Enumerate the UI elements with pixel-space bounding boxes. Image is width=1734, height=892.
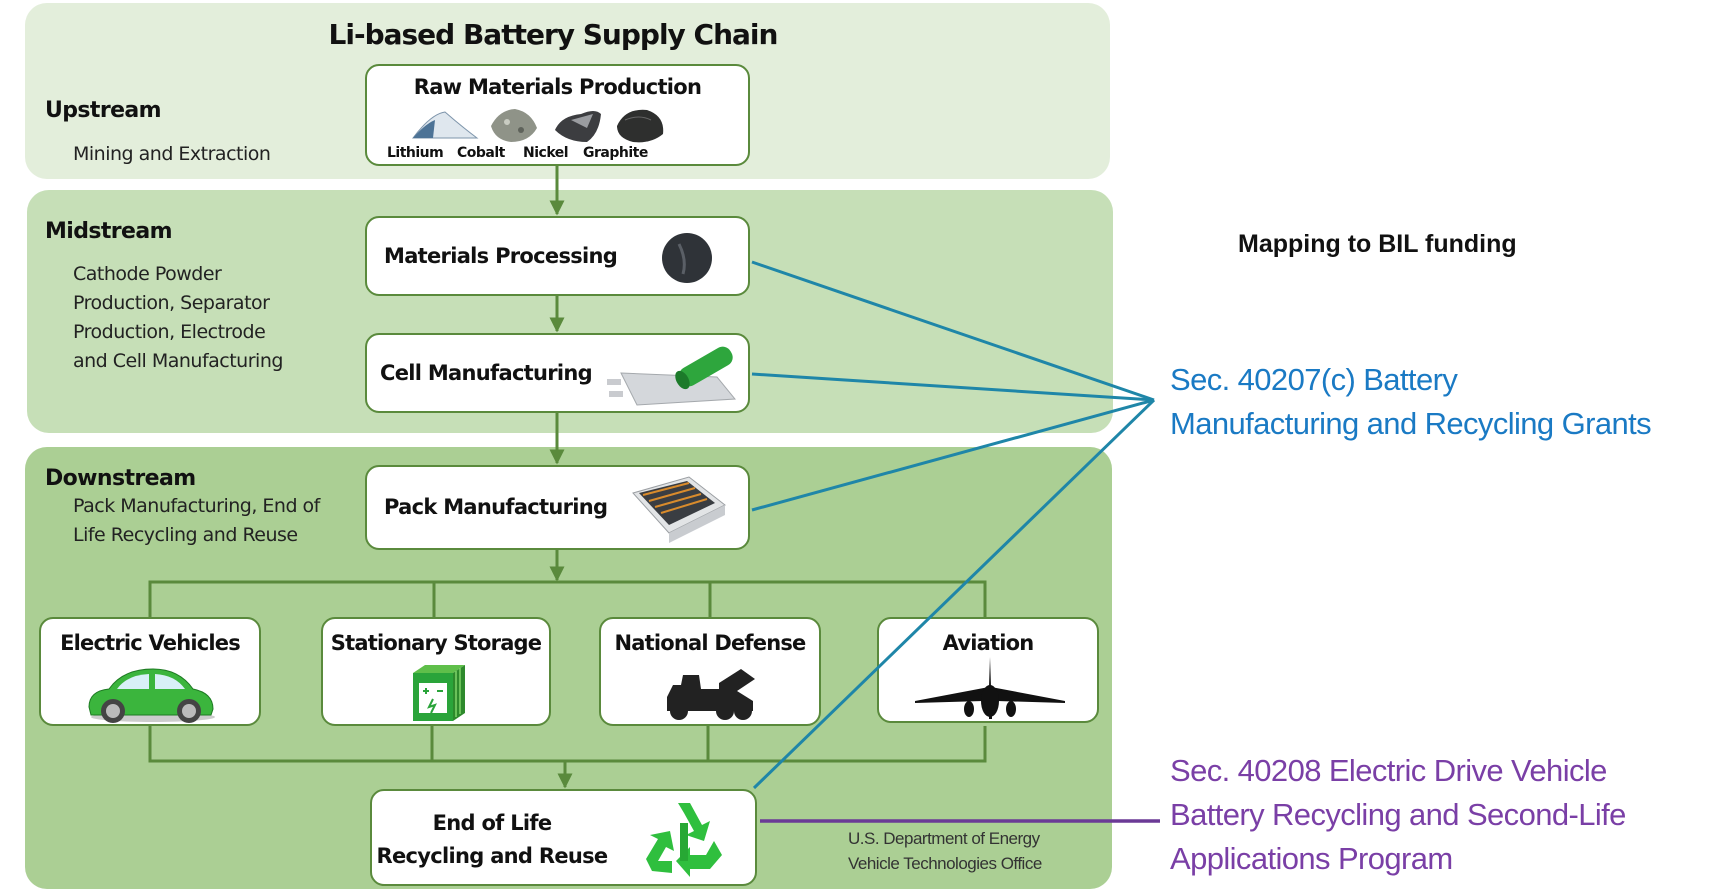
link-cell-to-40207 — [751, 372, 1155, 402]
lithium-icon — [411, 111, 479, 139]
materials-processing-label: Materials Processing — [384, 244, 618, 268]
stage-midstream-desc: Cathode Powder Production, Separator Pro… — [73, 260, 283, 376]
desc-line: Life Recycling and Reuse — [73, 524, 298, 546]
link-eol-to-40207 — [752, 398, 1156, 790]
storage-battery-icon — [413, 665, 465, 721]
mineral-label-lithium: Lithium — [387, 145, 444, 161]
cobalt-icon — [491, 109, 537, 142]
raw-materials-label: Raw Materials Production — [413, 75, 702, 99]
desc-line: Production, Electrode — [73, 321, 266, 343]
doe-credit: U.S. Department of Energy Vehicle Techno… — [848, 826, 1042, 876]
program-line: Applications Program — [1170, 841, 1453, 876]
credit-line: U.S. Department of Energy — [848, 829, 1040, 848]
recycle-icon — [646, 803, 722, 877]
program-40208: Sec. 40208 Electric Drive Vehicle Batter… — [1170, 749, 1626, 881]
powder-icon — [662, 233, 712, 283]
link-processing-to-40207 — [751, 260, 1155, 402]
desc-line: and Cell Manufacturing — [73, 350, 283, 372]
cell-manufacturing-box: Cell Manufacturing — [365, 333, 750, 413]
program-line: Battery Recycling and Second-Life — [1170, 797, 1626, 832]
raw-materials-box: Raw Materials Production Lithium Cobalt … — [365, 64, 750, 166]
app-label: Stationary Storage — [330, 631, 542, 655]
credit-line: Vehicle Technologies Office — [848, 854, 1042, 873]
airplane-icon — [915, 657, 1065, 719]
bottom-bus-line — [148, 726, 987, 763]
stage-downstream-title: Downstream — [45, 466, 196, 491]
program-line: Manufacturing and Recycling Grants — [1170, 406, 1652, 441]
car-icon — [88, 668, 215, 723]
program-line: Sec. 40207(c) Battery — [1170, 362, 1458, 397]
app-electric-vehicles: Electric Vehicles — [39, 617, 261, 726]
app-label: Aviation — [942, 631, 1035, 655]
app-stationary-storage: Stationary Storage — [321, 617, 551, 726]
top-bus-line — [148, 580, 987, 617]
app-label: National Defense — [614, 631, 807, 655]
stage-upstream-desc: Mining and Extraction — [73, 140, 271, 169]
battery-pack-icon — [632, 476, 726, 543]
minerals-icons — [411, 109, 664, 143]
cell-manufacturing-label: Cell Manufacturing — [380, 361, 593, 385]
stage-upstream-title: Upstream — [45, 98, 162, 123]
desc-line: Production, Separator — [73, 292, 270, 314]
end-of-life-box: End of Life Recycling and Reuse — [370, 789, 757, 886]
mapping-title: Mapping to BIL funding — [1238, 230, 1517, 258]
app-label: Electric Vehicles — [60, 631, 241, 655]
end-of-life-label-line2: Recycling and Reuse — [376, 844, 609, 868]
stage-midstream-title: Midstream — [45, 219, 173, 244]
battery-cell-icon — [607, 346, 737, 406]
materials-processing-box: Materials Processing — [365, 216, 750, 296]
program-40207: Sec. 40207(c) Battery Manufacturing and … — [1170, 358, 1652, 446]
link-pack-to-40207 — [751, 398, 1155, 512]
graphite-icon — [617, 109, 664, 143]
mineral-label-graphite: Graphite — [583, 145, 648, 161]
diagram-title: Li-based Battery Supply Chain — [328, 18, 779, 51]
end-of-life-label-line1: End of Life — [432, 811, 552, 835]
pack-manufacturing-label: Pack Manufacturing — [384, 495, 608, 519]
military-truck-icon — [667, 669, 755, 720]
mineral-label-cobalt: Cobalt — [457, 145, 505, 161]
stage-downstream-desc: Pack Manufacturing, End of Life Recyclin… — [73, 492, 320, 550]
mineral-label-nickel: Nickel — [523, 145, 569, 161]
program-line: Sec. 40208 Electric Drive Vehicle — [1170, 753, 1607, 788]
desc-line: Mining and Extraction — [73, 143, 271, 165]
nickel-icon — [555, 111, 601, 142]
desc-line: Cathode Powder — [73, 263, 222, 285]
app-national-defense: National Defense — [599, 617, 821, 726]
pack-manufacturing-box: Pack Manufacturing — [365, 465, 750, 550]
desc-line: Pack Manufacturing, End of — [73, 495, 320, 517]
